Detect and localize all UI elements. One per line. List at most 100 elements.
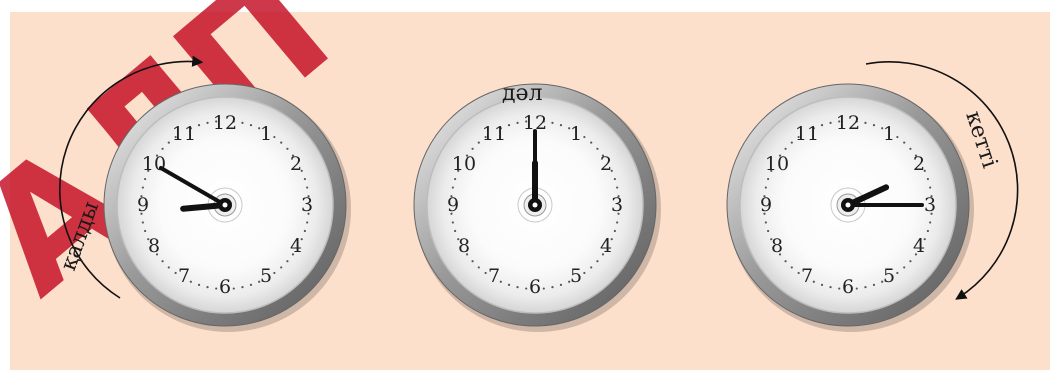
minute-tick bbox=[478, 141, 480, 143]
minute-tick bbox=[206, 286, 208, 288]
minute-tick bbox=[765, 186, 767, 188]
clock-after: 121234567891011 bbox=[727, 84, 974, 332]
minute-tick bbox=[821, 124, 823, 126]
minute-tick bbox=[616, 221, 618, 223]
minute-tick bbox=[927, 178, 929, 180]
clock-number: 1 bbox=[570, 123, 582, 145]
minute-tick bbox=[791, 266, 793, 268]
minute-tick bbox=[500, 281, 502, 283]
clock-number: 5 bbox=[570, 265, 582, 287]
minute-tick bbox=[471, 260, 473, 262]
clock-number: 4 bbox=[290, 235, 302, 257]
clock-number: 9 bbox=[760, 194, 772, 216]
minute-tick bbox=[784, 148, 786, 150]
minute-tick bbox=[168, 141, 170, 143]
minute-tick bbox=[198, 124, 200, 126]
minute-tick bbox=[614, 178, 616, 180]
minute-tick bbox=[144, 178, 146, 180]
minute-tick bbox=[215, 287, 217, 289]
minute-tick bbox=[273, 272, 275, 274]
minute-tick bbox=[903, 141, 905, 143]
clock-number: 4 bbox=[913, 235, 925, 257]
minute-tick bbox=[765, 221, 767, 223]
minute-tick bbox=[206, 122, 208, 124]
minute-tick bbox=[596, 148, 598, 150]
minute-tick bbox=[896, 136, 898, 138]
clock-number: 6 bbox=[842, 276, 854, 298]
minute-tick bbox=[516, 286, 518, 288]
minute-tick bbox=[614, 230, 616, 232]
clock-number: 7 bbox=[801, 265, 813, 287]
minute-tick bbox=[543, 287, 545, 289]
clock-number: 8 bbox=[771, 235, 783, 257]
minute-tick bbox=[596, 260, 598, 262]
minute-tick bbox=[516, 122, 518, 124]
clock-number: 2 bbox=[913, 153, 925, 175]
minute-tick bbox=[856, 287, 858, 289]
minute-tick bbox=[280, 141, 282, 143]
minute-tick bbox=[452, 221, 454, 223]
minute-tick bbox=[168, 266, 170, 268]
minute-tick bbox=[590, 266, 592, 268]
minute-tick bbox=[478, 266, 480, 268]
clock-number: 7 bbox=[488, 265, 500, 287]
minute-tick bbox=[864, 286, 866, 288]
clock-number: 8 bbox=[458, 235, 470, 257]
clock-number: 12 bbox=[836, 112, 860, 134]
clock-number: 1 bbox=[260, 123, 272, 145]
clock-number: 5 bbox=[260, 265, 272, 287]
minute-tick bbox=[471, 148, 473, 150]
minute-tick bbox=[873, 124, 875, 126]
minute-tick bbox=[829, 122, 831, 124]
minute-tick bbox=[142, 221, 144, 223]
minute-tick bbox=[142, 186, 144, 188]
minute-tick bbox=[241, 122, 243, 124]
clock-number: 12 bbox=[213, 112, 237, 134]
minute-tick bbox=[590, 141, 592, 143]
clock-number: 3 bbox=[301, 194, 313, 216]
minute-tick bbox=[508, 124, 510, 126]
clock-number: 11 bbox=[482, 123, 506, 145]
clock-number: 3 bbox=[924, 194, 936, 216]
minute-tick bbox=[304, 178, 306, 180]
minute-tick bbox=[909, 260, 911, 262]
minute-tick bbox=[198, 284, 200, 286]
clock-number: 6 bbox=[219, 276, 231, 298]
minute-tick bbox=[767, 230, 769, 232]
minute-tick bbox=[896, 272, 898, 274]
minute-tick bbox=[767, 178, 769, 180]
minute-tick bbox=[286, 260, 288, 262]
minute-tick bbox=[616, 186, 618, 188]
clock-number: 2 bbox=[290, 153, 302, 175]
minute-tick bbox=[829, 286, 831, 288]
clock-number: 5 bbox=[883, 265, 895, 287]
clock-number: 11 bbox=[172, 123, 196, 145]
clock-number: 11 bbox=[795, 123, 819, 145]
minute-tick bbox=[583, 272, 585, 274]
minute-tick bbox=[903, 266, 905, 268]
clock-number: 9 bbox=[137, 194, 149, 216]
minute-tick bbox=[821, 284, 823, 286]
minute-tick bbox=[927, 230, 929, 232]
minute-tick bbox=[161, 260, 163, 262]
minute-tick bbox=[813, 281, 815, 283]
minute-tick bbox=[233, 287, 235, 289]
center-pin-dot bbox=[223, 203, 228, 208]
minute-tick bbox=[144, 230, 146, 232]
minute-tick bbox=[909, 148, 911, 150]
minute-tick bbox=[873, 284, 875, 286]
minute-tick bbox=[551, 286, 553, 288]
center-pin-dot bbox=[533, 203, 538, 208]
clock-exact: 121234567891011 bbox=[414, 84, 661, 332]
clock-number: 10 bbox=[765, 153, 789, 175]
minute-tick bbox=[306, 221, 308, 223]
minute-tick bbox=[280, 266, 282, 268]
minute-tick bbox=[241, 286, 243, 288]
minute-tick bbox=[161, 148, 163, 150]
minute-tick bbox=[864, 122, 866, 124]
minute-tick bbox=[583, 136, 585, 138]
minute-tick bbox=[560, 284, 562, 286]
minute-tick bbox=[250, 284, 252, 286]
